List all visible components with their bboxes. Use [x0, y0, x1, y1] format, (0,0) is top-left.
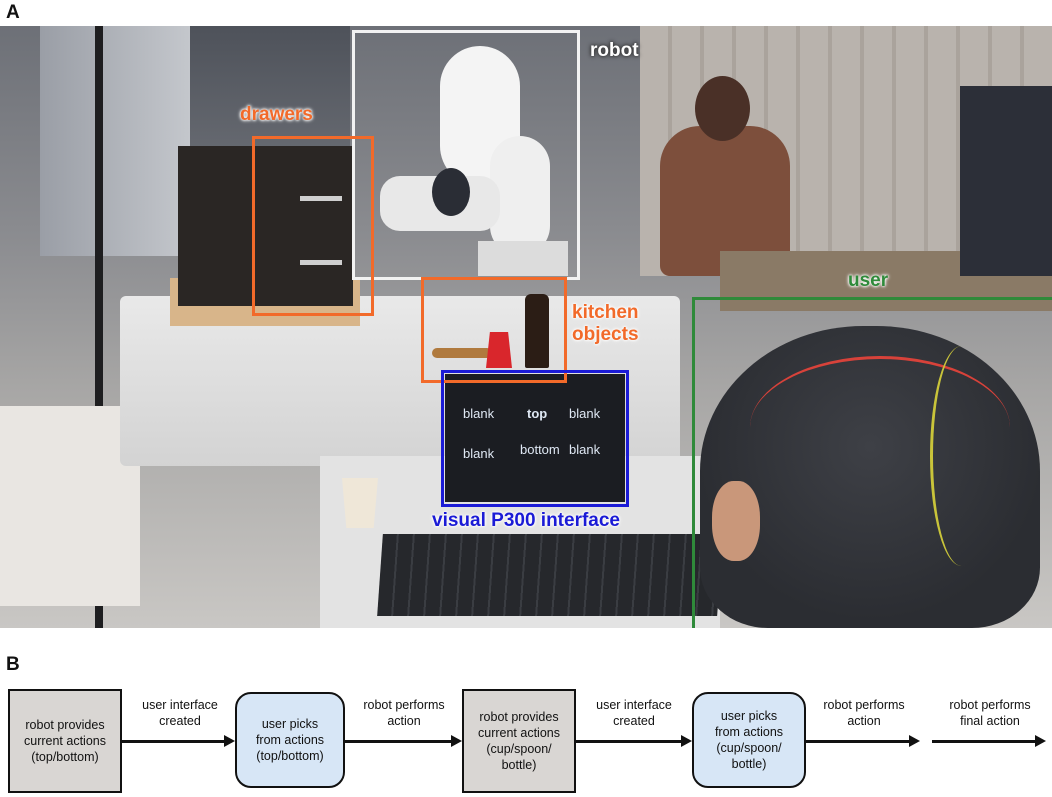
edge-2-line-1: robot performs	[363, 698, 445, 712]
user-frame	[692, 297, 1052, 628]
red-cup	[486, 332, 512, 368]
node-3-line-2: current actions	[478, 726, 560, 740]
eeg-cap-line-red	[750, 356, 1010, 499]
node-3-line-4: bottle)	[501, 758, 537, 772]
drawers-label: drawers	[240, 104, 313, 125]
edge-5-line-2: final action	[960, 714, 1020, 728]
keyboard	[377, 534, 723, 616]
edge-4-line-2: action	[847, 714, 881, 728]
panel-a-letter: A	[6, 2, 20, 23]
laptop-screen: blank top blank blank bottom blank	[445, 374, 625, 502]
paper-cup	[342, 478, 378, 528]
robot-frame	[352, 30, 580, 280]
tripod-pole	[95, 26, 103, 628]
node-1-line-3: (top/bottom)	[31, 750, 99, 764]
edge-4-label: robot performs action	[814, 697, 914, 729]
robot-label: robot	[590, 40, 639, 61]
screen-word-6: blank	[569, 442, 601, 457]
node-2-line-3: (top/bottom)	[256, 749, 324, 763]
node-1-line-2: current actions	[24, 734, 106, 748]
node-4-line-3: (cup/spoon/	[716, 741, 782, 755]
panel-b-letter: B	[6, 654, 20, 675]
flow-node-3: robot provides current actions (cup/spoo…	[462, 689, 576, 793]
interface-frame	[441, 370, 629, 507]
node-3-line-3: (cup/spoon/	[486, 742, 552, 756]
node-4-line-2: from actions	[714, 725, 784, 739]
arrow-4	[806, 735, 920, 747]
kitchen-label-line2: objects	[572, 324, 639, 345]
arrow-5	[932, 735, 1046, 747]
node-4-line-4: bottle)	[731, 757, 767, 771]
drawer-cabinet	[178, 146, 353, 306]
node-2-line-1: user picks	[261, 717, 319, 731]
node-1-line-1: robot provides	[25, 718, 105, 732]
kitchen-label-line1: kitchen	[572, 302, 639, 323]
screen-word-4: blank	[463, 446, 495, 461]
edge-2-line-2: action	[387, 714, 421, 728]
edge-3-line-1: user interface	[596, 698, 672, 712]
arrow-1	[122, 735, 235, 747]
edge-1-line-2: created	[159, 714, 201, 728]
edge-5-line-1: robot performs	[949, 698, 1031, 712]
flow-node-4: user picks from actions (cup/spoon/ bott…	[692, 692, 806, 788]
arrow-3	[576, 735, 692, 747]
poster-board	[0, 406, 140, 606]
kitchen-frame	[421, 277, 567, 383]
edge-3-line-2: created	[613, 714, 655, 728]
robot-base	[478, 241, 568, 276]
monitor-right	[960, 86, 1052, 276]
screen-word-3: blank	[569, 406, 601, 421]
screen-word-1: blank	[463, 406, 495, 421]
screen-word-2: top	[527, 406, 548, 421]
eeg-cap-line-yellow	[930, 346, 993, 566]
edge-1-label: user interface created	[134, 697, 226, 729]
flow-node-2: user picks from actions (top/bottom)	[235, 692, 345, 788]
person-head	[695, 76, 750, 141]
node-4-line-1: user picks	[720, 709, 778, 723]
flow-node-1: robot provides current actions (top/bott…	[8, 689, 122, 793]
node-2-line-2: from actions	[255, 733, 325, 747]
robot-link-lower	[490, 136, 550, 256]
screen-word-5: bottom	[520, 442, 560, 457]
drawer-handle-bottom	[300, 260, 342, 265]
interface-label: visual P300 interface	[432, 510, 620, 531]
edge-1-line-1: user interface	[142, 698, 218, 712]
edge-2-label: robot performs action	[354, 697, 454, 729]
edge-4-line-1: robot performs	[823, 698, 905, 712]
arrow-2	[345, 735, 462, 747]
user-ear	[712, 481, 760, 561]
drawers-frame	[252, 136, 374, 316]
lab-photo: blank top blank blank bottom blank robot…	[0, 26, 1052, 628]
window-left	[40, 26, 190, 256]
edge-3-label: user interface created	[586, 697, 682, 729]
robot-joint	[432, 168, 470, 216]
edge-5-label: robot performs final action	[934, 697, 1046, 729]
bottle	[525, 294, 549, 368]
user-label: user	[848, 270, 889, 291]
node-3-line-1: robot provides	[479, 710, 559, 724]
spoon	[432, 348, 492, 358]
drawer-handle-top	[300, 196, 342, 201]
